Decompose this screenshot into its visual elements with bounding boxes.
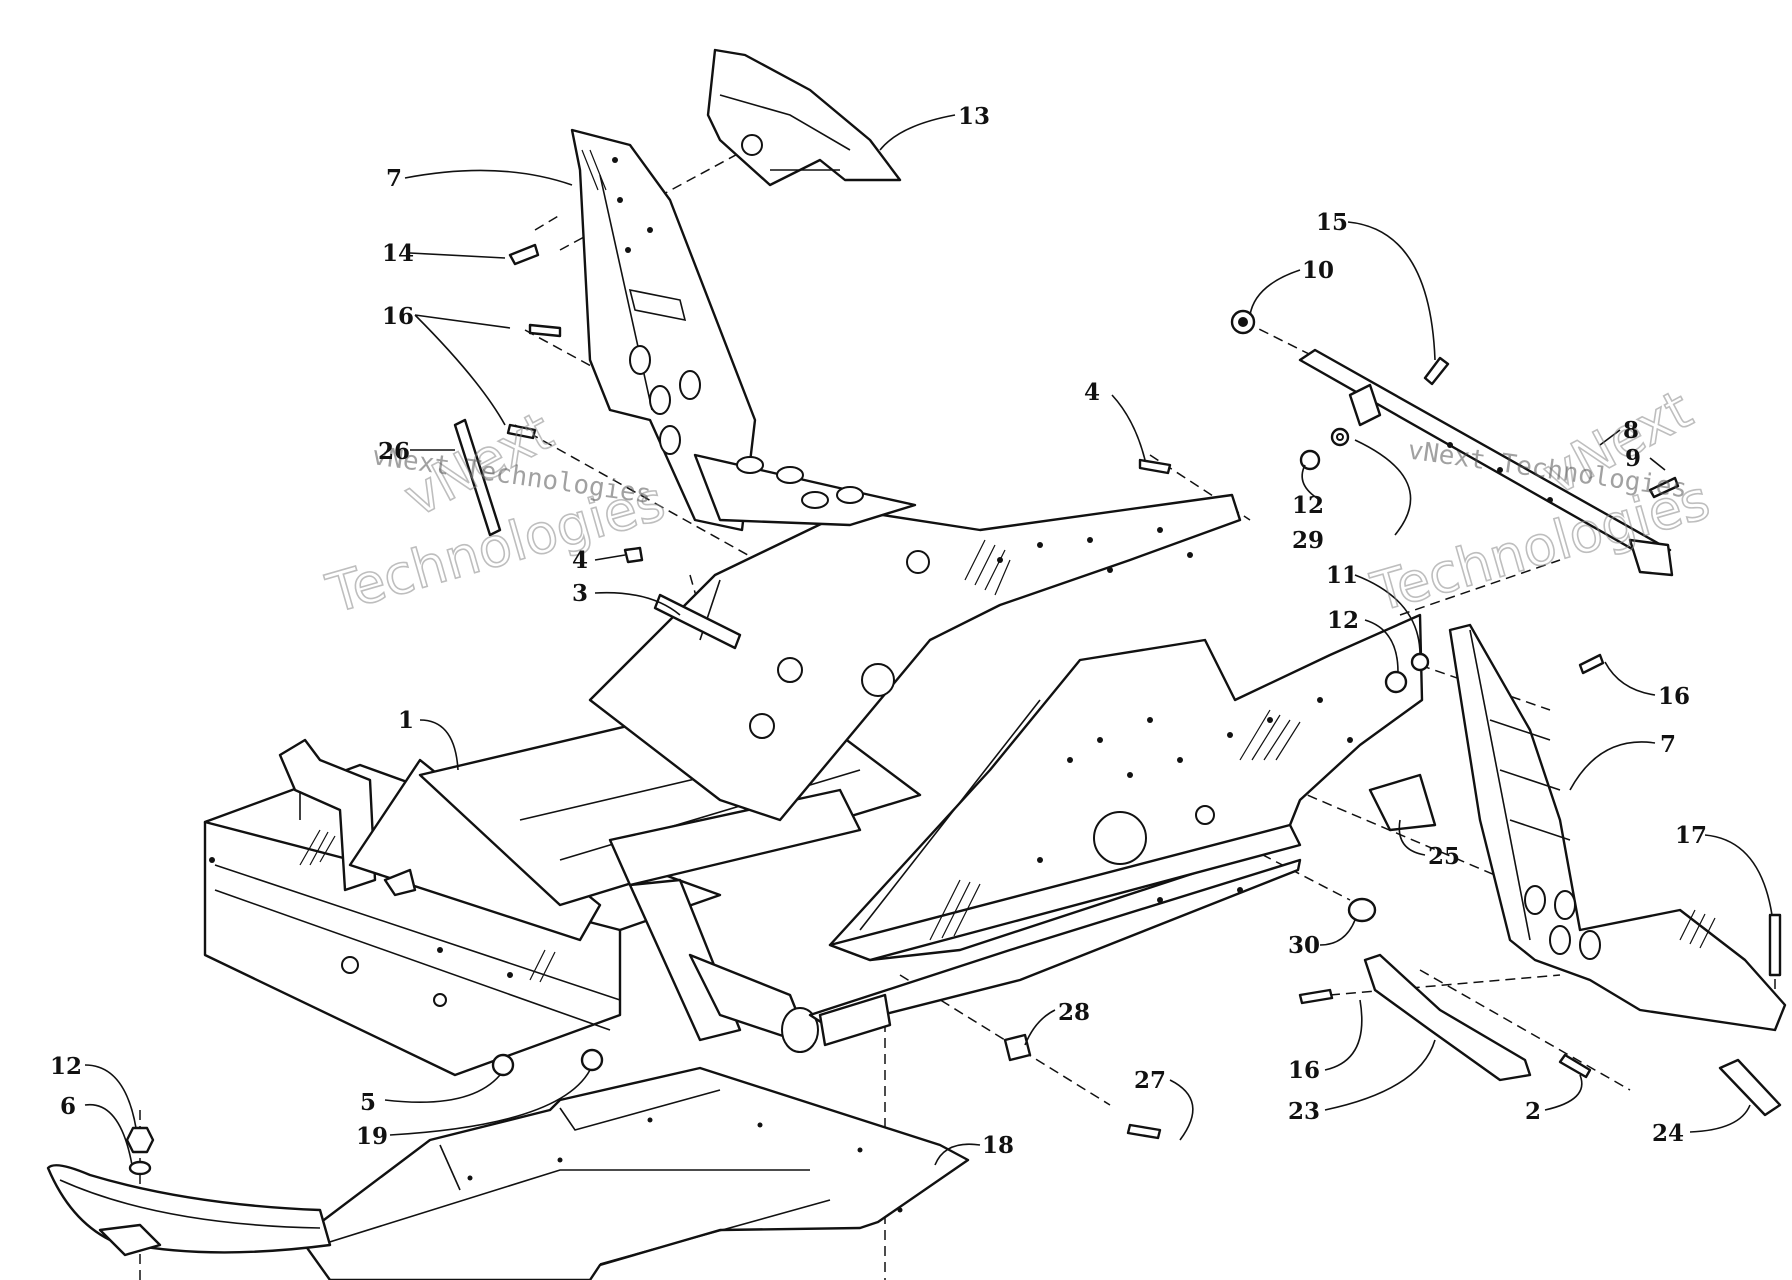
bracket-part-24 [1718, 1058, 1782, 1117]
hardware-washer-29 [1330, 427, 1350, 447]
callout-14: 14 [382, 240, 414, 267]
callout-10: 10 [1302, 257, 1334, 284]
nut-part-5 [491, 1053, 515, 1077]
callout-26: 26 [378, 438, 410, 465]
grommet-part-28 [1003, 1033, 1032, 1062]
callout-8: 8 [1623, 417, 1639, 444]
top-cover-part-13 [706, 48, 902, 187]
fastener-part-4b [1138, 458, 1172, 475]
callout-16-left: 16 [382, 303, 414, 330]
callout-19: 19 [356, 1123, 388, 1150]
callout-labels: 13 7 14 16 26 4 3 1 15 10 4 8 9 12 29 11… [50, 103, 1707, 1159]
callout-13: 13 [958, 103, 990, 130]
callout-9: 9 [1625, 445, 1641, 472]
plate-part-25 [1368, 773, 1437, 832]
callout-2: 2 [1525, 1098, 1541, 1125]
nut-part-12c [125, 1126, 155, 1154]
washer-part-6 [128, 1160, 152, 1176]
callout-24: 24 [1652, 1120, 1684, 1147]
plug-part-30 [1347, 897, 1377, 923]
callout-12-mid: 12 [1327, 607, 1359, 634]
callout-1: 1 [398, 707, 414, 734]
front-bumper-part [46, 1164, 332, 1257]
plate-part-23 [1363, 953, 1532, 1082]
bracket-part-3 [653, 593, 742, 650]
rivet-part-16b [1578, 653, 1605, 675]
callout-15: 15 [1316, 209, 1348, 236]
callout-3: 3 [572, 580, 588, 607]
callout-7-left: 7 [386, 165, 402, 192]
strip-part-26 [453, 418, 502, 537]
callout-16-bottom: 16 [1288, 1057, 1320, 1084]
hardware-bolt-9 [1648, 476, 1680, 499]
bolt-part-17 [1768, 913, 1782, 977]
hardware-washer-11 [1410, 652, 1430, 672]
callout-27: 27 [1134, 1067, 1166, 1094]
main-chassis-part-1 [203, 493, 1424, 1077]
callout-28: 28 [1058, 999, 1090, 1026]
hardware-nut-12b [1384, 670, 1408, 694]
rivet-part-2 [1558, 1053, 1592, 1079]
callout-25: 25 [1428, 843, 1460, 870]
steering-support-part-7 [570, 128, 917, 532]
hardware-bolt-15 [1423, 356, 1450, 386]
steering-support-part-7-right [1448, 623, 1787, 1032]
hardware-bolt-14 [508, 243, 540, 266]
rivet-part-27 [1126, 1123, 1162, 1140]
callout-16-right: 16 [1658, 683, 1690, 710]
steering-shaft-part-8 [1298, 348, 1674, 577]
callout-18: 18 [982, 1132, 1014, 1159]
callout-leaders [84, 114, 1773, 1166]
callout-4-right: 4 [1084, 379, 1100, 406]
rivet-part-16c [1298, 988, 1334, 1005]
rivet-part-16a [506, 323, 562, 440]
callout-11: 11 [1326, 562, 1358, 589]
callout-7-right: 7 [1660, 731, 1676, 758]
callout-4-left: 4 [572, 547, 588, 574]
callout-6: 6 [60, 1093, 76, 1120]
callout-23: 23 [1288, 1098, 1320, 1125]
callout-30: 30 [1288, 932, 1320, 959]
nut-part-19 [580, 1048, 604, 1072]
callout-5: 5 [360, 1089, 376, 1116]
hardware-nut-10 [1230, 309, 1256, 335]
callout-17: 17 [1675, 822, 1707, 849]
callout-12-top: 12 [1292, 492, 1324, 519]
hardware-nut-12a [1299, 449, 1321, 471]
floor-pan-part-18 [298, 1066, 970, 1280]
fastener-part-4a [623, 546, 644, 564]
callout-12-left: 12 [50, 1053, 82, 1080]
callout-29: 29 [1292, 527, 1324, 554]
